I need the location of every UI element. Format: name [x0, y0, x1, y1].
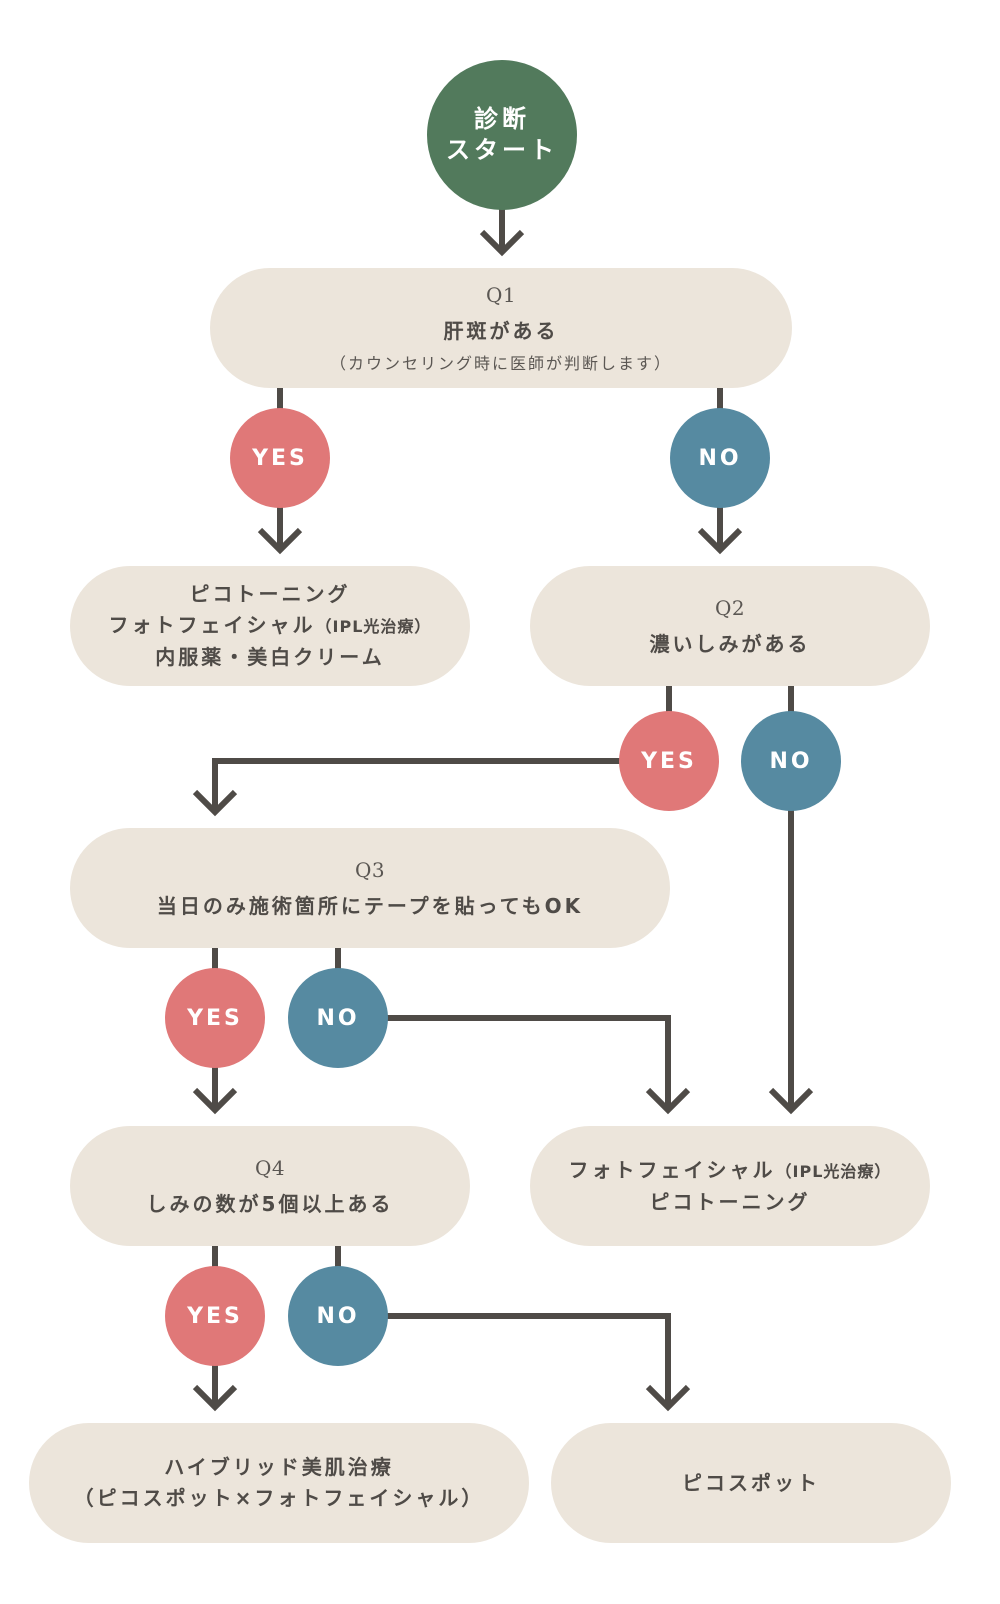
question-note: （カウンセリング時に医師が判断します） [329, 353, 672, 373]
yes-label: YES [641, 748, 697, 774]
start-node: 診断 スタート [427, 60, 577, 210]
result-line-text: フォトフェイシャル [108, 613, 316, 637]
q4-no-circle: NO [288, 1266, 388, 1366]
connector-q4-no-out [386, 1313, 671, 1407]
result-line: ピコスポット [682, 1470, 820, 1495]
q1-no-circle: NO [670, 408, 770, 508]
arrowhead-q4-yes [192, 1384, 238, 1412]
result-line: ピコトーニング [649, 1189, 811, 1214]
result-line: ピコトーニング [189, 582, 351, 606]
arrowhead-q2-no [768, 1087, 814, 1115]
question-number: Q2 [714, 595, 746, 620]
result-line-note: （IPL光治療） [315, 617, 432, 636]
question-q1: Q1 肝斑がある （カウンセリング時に医師が判断します） [210, 268, 792, 388]
result-r1: ピコトーニング フォトフェイシャル（IPL光治療） 内服薬・美白クリーム [70, 566, 470, 686]
q1-yes-circle: YES [230, 408, 330, 508]
result-r4: ピコスポット [551, 1423, 951, 1543]
yes-label: YES [187, 1005, 243, 1031]
q2-no-circle: NO [741, 711, 841, 811]
question-number: Q1 [485, 282, 517, 307]
result-line: フォトフェイシャル（IPL光治療） [569, 1155, 892, 1187]
question-q3: Q3 当日のみ施術箇所にテープを貼ってもOK [70, 828, 670, 948]
start-label-line2: スタート [446, 136, 558, 164]
result-line-note: （IPL光治療） [775, 1161, 892, 1181]
question-text: 濃いしみがある [649, 631, 811, 656]
arrowhead-q4-no [645, 1384, 691, 1412]
question-number: Q3 [354, 857, 386, 882]
question-text: しみの数が5個以上ある [146, 1191, 394, 1216]
result-line: 内服薬・美白クリーム [155, 645, 385, 669]
result-line: フォトフェイシャル（IPL光治療） [109, 610, 432, 642]
arrowhead-q3-no [645, 1087, 691, 1115]
result-r3: ハイブリッド美肌治療 （ピコスポット×フォトフェイシャル） [29, 1423, 529, 1543]
q4-yes-circle: YES [165, 1266, 265, 1366]
arrowhead-q1-no [697, 527, 743, 555]
no-label: NO [698, 445, 742, 471]
result-r2: フォトフェイシャル（IPL光治療） ピコトーニング [530, 1126, 930, 1246]
connector-q3-no-out [386, 1015, 671, 1110]
question-text: 肝斑がある [443, 318, 559, 343]
no-label: NO [769, 748, 813, 774]
q3-yes-circle: YES [165, 968, 265, 1068]
q3-no-circle: NO [288, 968, 388, 1068]
question-q2: Q2 濃いしみがある [530, 566, 930, 686]
no-label: NO [316, 1303, 360, 1329]
q2-yes-circle: YES [619, 711, 719, 811]
arrowhead-q1-yes [257, 527, 303, 555]
start-label-line1: 診断 [474, 105, 530, 133]
connector-q2-yes-out [212, 758, 621, 812]
result-line: ハイブリッド美肌治療 [164, 1455, 394, 1479]
yes-label: YES [252, 445, 308, 471]
question-q4: Q4 しみの数が5個以上ある [70, 1126, 470, 1246]
arrowhead-q2-yes [192, 789, 238, 817]
arrowhead-q3-yes [192, 1087, 238, 1115]
arrowhead-start-q1 [479, 229, 525, 257]
no-label: NO [316, 1005, 360, 1031]
question-number: Q4 [254, 1155, 286, 1180]
result-line-text: フォトフェイシャル [568, 1157, 776, 1182]
question-text: 当日のみ施術箇所にテープを貼ってもOK [156, 893, 584, 918]
yes-label: YES [187, 1303, 243, 1329]
result-line: （ピコスポット×フォトフェイシャル） [73, 1486, 485, 1510]
